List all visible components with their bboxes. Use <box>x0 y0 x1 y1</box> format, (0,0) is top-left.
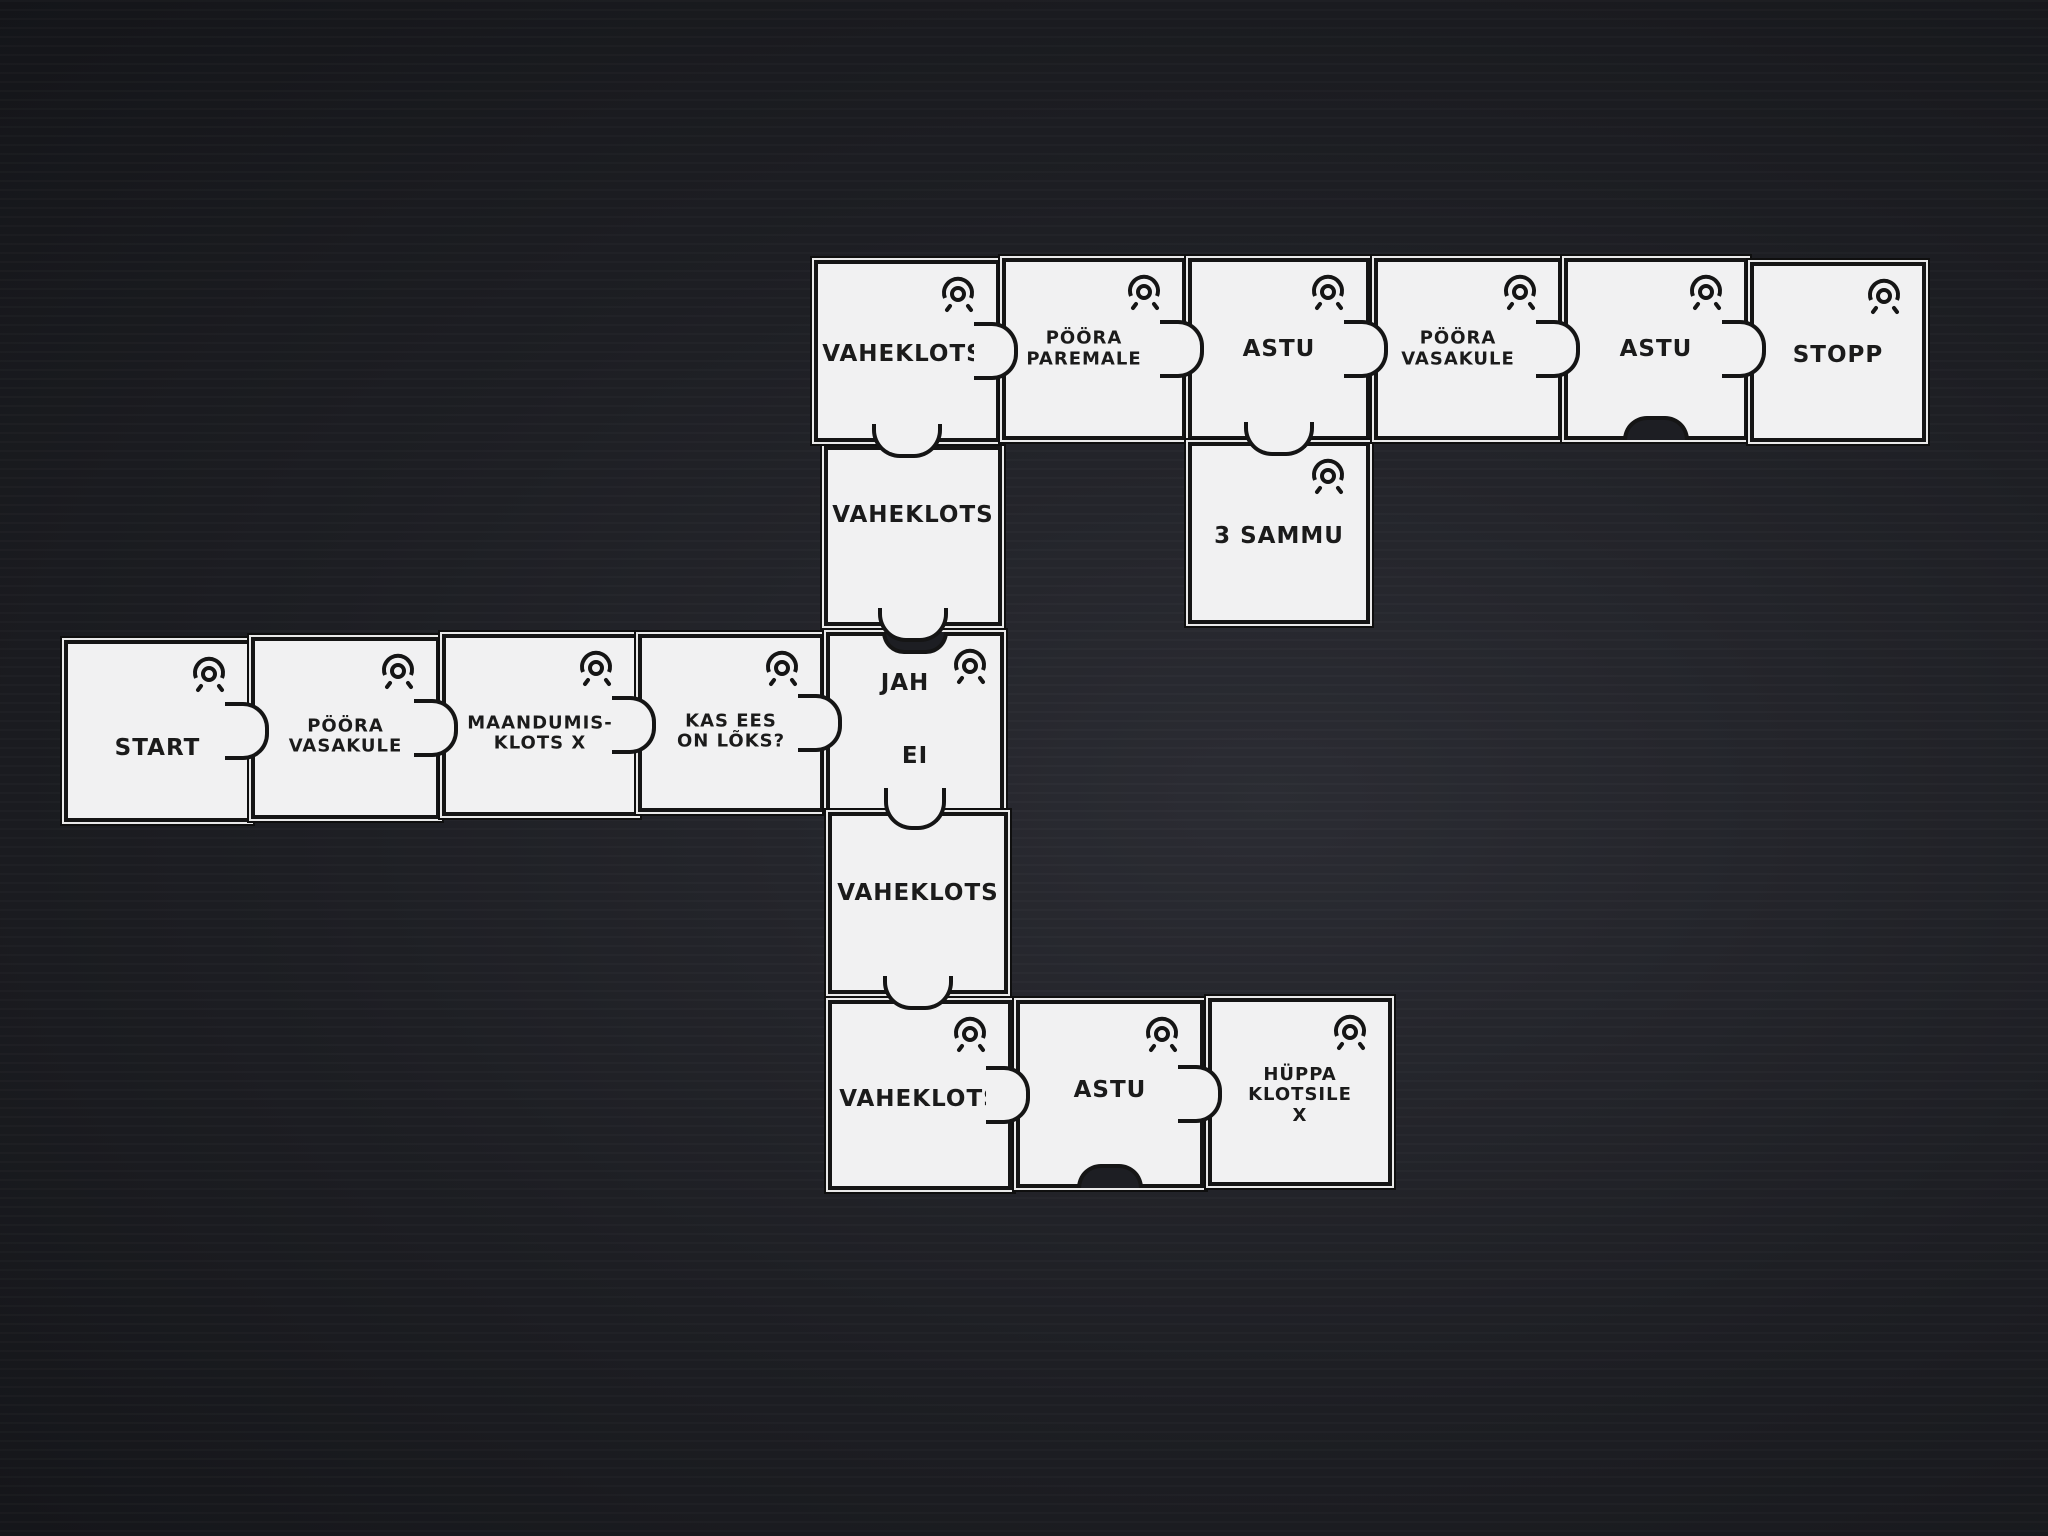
sensor-icon <box>1140 1012 1188 1060</box>
sensor-icon <box>187 652 235 700</box>
sensor-icon <box>936 272 984 320</box>
connector-tab <box>612 696 656 754</box>
piece-label: STOPP <box>1792 342 1884 369</box>
connector-tab <box>798 694 842 752</box>
piece-label: VAHEKLOTS <box>822 341 984 368</box>
piece-start[interactable]: START <box>64 640 269 822</box>
piece-label: PÖÖRA VASAKULE <box>288 715 403 757</box>
decision-label-jah: JAH <box>880 670 930 697</box>
piece-label: START <box>114 735 201 762</box>
connector-tab <box>872 424 942 458</box>
piece-vaheklots-low[interactable]: VAHEKLOTS <box>828 812 1008 1010</box>
sensor-icon <box>1306 454 1354 502</box>
connector-tab <box>414 699 458 757</box>
connector-slot <box>1623 416 1689 440</box>
piece-maandumisklots[interactable]: MAANDUMIS- KLOTS X <box>442 634 656 816</box>
piece-label: 3 SAMMU <box>1214 523 1344 550</box>
decision-label-ei: EI <box>901 742 929 769</box>
sensor-icon <box>1498 270 1546 318</box>
piece-poora-vasakule[interactable]: PÖÖRA VASAKULE <box>251 637 458 819</box>
piece-label: VAHEKLOTS <box>837 879 999 906</box>
sensor-icon <box>1328 1010 1376 1058</box>
piece-label: KAS EES ON LÕKS? <box>676 709 786 752</box>
piece-vaheklots-mid[interactable]: VAHEKLOTS <box>824 446 1002 642</box>
sensor-icon <box>948 1012 996 1060</box>
piece-astu-bottom[interactable]: ASTU <box>1016 1000 1222 1188</box>
connector-tab <box>1722 320 1766 378</box>
connector-tab <box>974 322 1018 380</box>
connector-tab <box>1344 320 1388 378</box>
piece-astu-top-2[interactable]: ASTU <box>1564 258 1766 440</box>
sensor-icon <box>1306 270 1354 318</box>
piece-stopp[interactable]: STOPP <box>1750 262 1926 442</box>
piece-label: VAHEKLOTS <box>832 502 994 529</box>
sensor-icon <box>1862 274 1910 322</box>
connector-tab <box>986 1066 1030 1124</box>
connector-tab <box>884 788 946 830</box>
connector-tab <box>225 702 269 760</box>
piece-label: VAHEKLOTS <box>839 1085 1001 1112</box>
sensor-icon <box>574 646 622 694</box>
piece-poora-paremale[interactable]: PÖÖRA PAREMALE <box>1002 258 1204 440</box>
piece-hyppa-klotsile[interactable]: HÜPPA KLOTSILE X <box>1208 998 1392 1186</box>
piece-decision-jah-ei[interactable]: JAH EI <box>826 632 1004 830</box>
sensor-icon <box>376 649 424 697</box>
piece-label: ASTU <box>1242 335 1316 362</box>
connector-tab <box>883 976 953 1010</box>
sensor-icon <box>1684 270 1732 318</box>
sensor-icon <box>1122 270 1170 318</box>
connector-tab <box>1178 1065 1222 1123</box>
piece-vaheklots-top[interactable]: VAHEKLOTS <box>814 260 1018 458</box>
piece-label: PÖÖRA VASAKULE <box>1401 327 1515 369</box>
connector-tab <box>1536 320 1580 378</box>
piece-kas-ees-on-loks[interactable]: KAS EES ON LÕKS? <box>638 634 842 812</box>
piece-astu-top-1[interactable]: ASTU <box>1188 258 1388 456</box>
sensor-icon <box>760 646 808 694</box>
piece-label: ASTU <box>1619 335 1693 362</box>
connector-slot <box>1077 1164 1143 1188</box>
piece-label: ASTU <box>1073 1077 1147 1104</box>
piece-vaheklots-bottom[interactable]: VAHEKLOTS <box>828 1000 1030 1190</box>
piece-3-sammu[interactable]: 3 SAMMU <box>1188 442 1370 624</box>
piece-label: HÜPPA KLOTSILE X <box>1248 1063 1352 1126</box>
piece-label: PÖÖRA PAREMALE <box>1026 327 1142 369</box>
piece-label: MAANDUMIS- KLOTS X <box>467 712 613 754</box>
connector-tab <box>1160 320 1204 378</box>
piece-poora-vasakule-2[interactable]: PÖÖRA VASAKULE <box>1374 258 1580 440</box>
